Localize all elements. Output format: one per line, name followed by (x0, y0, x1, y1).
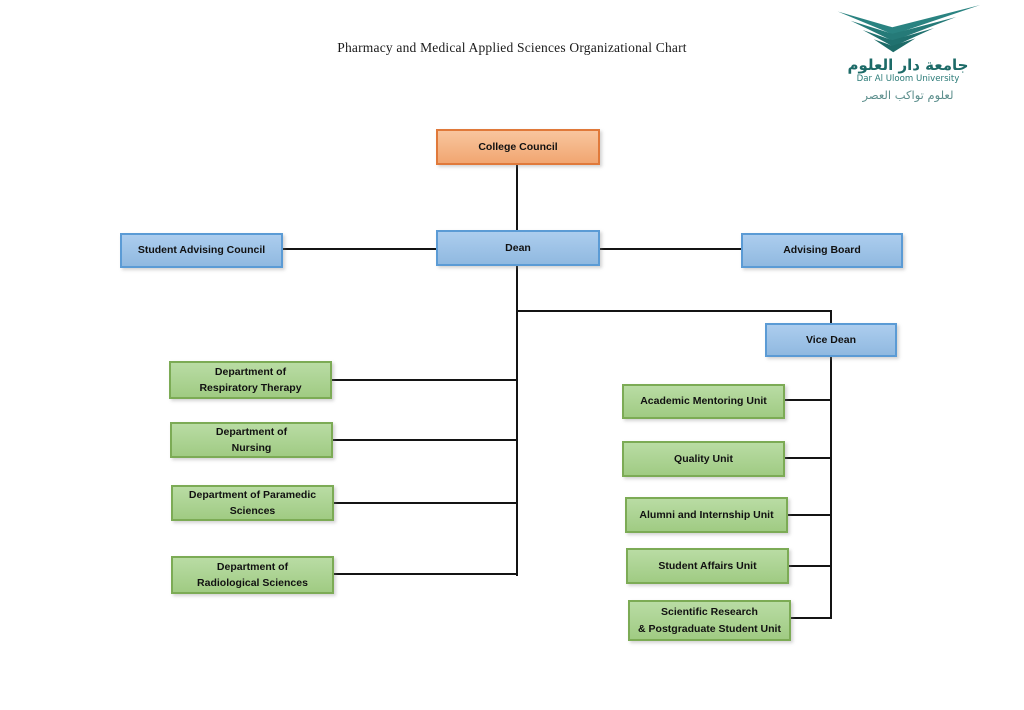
node-dean: Dean (436, 230, 600, 266)
connector-h-line (785, 457, 830, 459)
node-unit-scientific-research: Scientific Research & Postgraduate Stude… (628, 600, 791, 641)
node-unit-student-affairs: Student Affairs Unit (626, 548, 789, 584)
logo-arabic-name: جامعة دار العلوم (847, 56, 969, 74)
node-student-advising-council: Student Advising Council (120, 233, 283, 268)
university-logo: جامعة دار العلوم Dar Al Uloom University… (833, 4, 983, 102)
connector-h-line (791, 617, 830, 619)
logo-english-name: Dar Al Uloom University (856, 73, 960, 84)
node-unit-alumni-internship: Alumni and Internship Unit (625, 497, 788, 533)
connector-h-line (332, 379, 516, 381)
node-vice-dean: Vice Dean (765, 323, 897, 357)
connector-h-line (785, 399, 830, 401)
connector-h-line (283, 248, 436, 250)
logo-chevron-icon (837, 5, 981, 53)
node-advising-board: Advising Board (741, 233, 903, 268)
connector-h-line (788, 514, 830, 516)
connector-h-line (334, 502, 516, 504)
connector-h-line (516, 310, 832, 312)
connector-h-line (600, 248, 741, 250)
connector-v-line (516, 165, 518, 231)
node-dept-nursing: Department of Nursing (170, 422, 333, 458)
connector-v-line (830, 310, 832, 619)
logo-arabic-tagline: لعلوم تواكب العصر (862, 87, 954, 102)
connector-h-line (334, 573, 516, 575)
connector-h-line (789, 565, 830, 567)
connector-v-line (516, 266, 518, 576)
page-title: Pharmacy and Medical Applied Sciences Or… (337, 40, 687, 55)
connector-h-line (333, 439, 516, 441)
node-dept-radiological-sciences: Department of Radiological Sciences (171, 556, 334, 594)
node-unit-quality: Quality Unit (622, 441, 785, 477)
node-college-council: College Council (436, 129, 600, 165)
node-dept-paramedic-sciences: Department of Paramedic Sciences (171, 485, 334, 521)
node-dept-respiratory-therapy: Department of Respiratory Therapy (169, 361, 332, 399)
node-unit-academic-mentoring: Academic Mentoring Unit (622, 384, 785, 419)
